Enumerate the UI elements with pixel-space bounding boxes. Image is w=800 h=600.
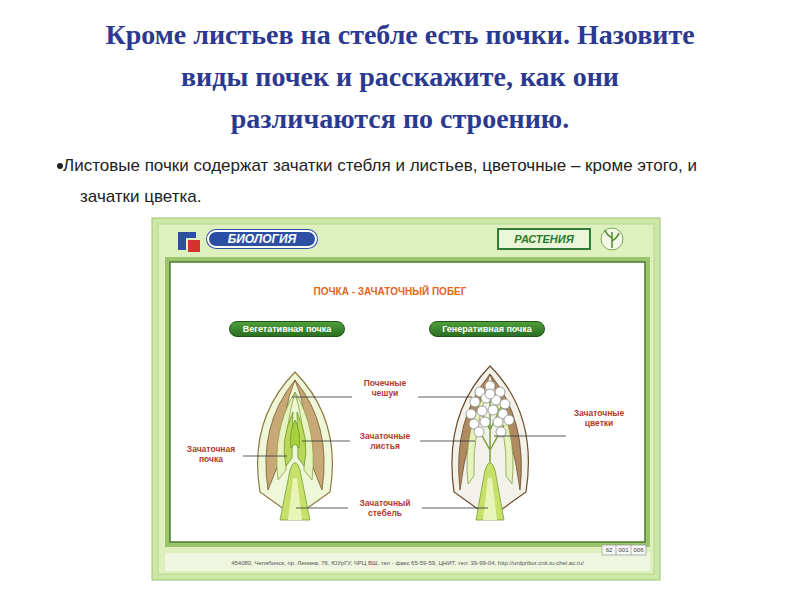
part-label: Зачаточные листья: [352, 431, 418, 451]
part-label: Зачаточная почка: [180, 444, 242, 464]
bullet-text: Листовые почки содержат зачатки стебля и…: [63, 150, 740, 212]
code-cell: 001: [616, 546, 631, 554]
code-cell: 62: [602, 546, 616, 554]
part-label: Зачаточный стебель: [350, 498, 420, 518]
node-text: Генеративная почка: [442, 324, 532, 334]
code-cell: 006: [631, 546, 646, 554]
node-text: Вегетативная почка: [243, 324, 332, 334]
slide-title: Кроме листьев на стебле есть почки. Назо…: [95, 14, 705, 140]
node-text: БИОЛОГИЯ: [228, 232, 297, 246]
part-label: Зачаточные цветки: [566, 408, 632, 428]
section-box: РАСТЕНИЯ: [497, 228, 591, 250]
part-label: Почечные чешуи: [355, 378, 415, 398]
node-text: РАСТЕНИЯ: [514, 233, 574, 245]
bud-type-pill: Генеративная почка: [429, 321, 545, 337]
bud-type-pill: Вегетативная почка: [229, 321, 345, 337]
footer-note: 454080, Челябинск, пр. Ленина, 76, ЮУрГУ…: [170, 559, 645, 567]
subject-badge: БИОЛОГИЯ: [207, 230, 317, 248]
diagram-title: ПОЧКА - ЗАЧАТОЧНЫЙ ПОБЕГ: [280, 286, 500, 297]
